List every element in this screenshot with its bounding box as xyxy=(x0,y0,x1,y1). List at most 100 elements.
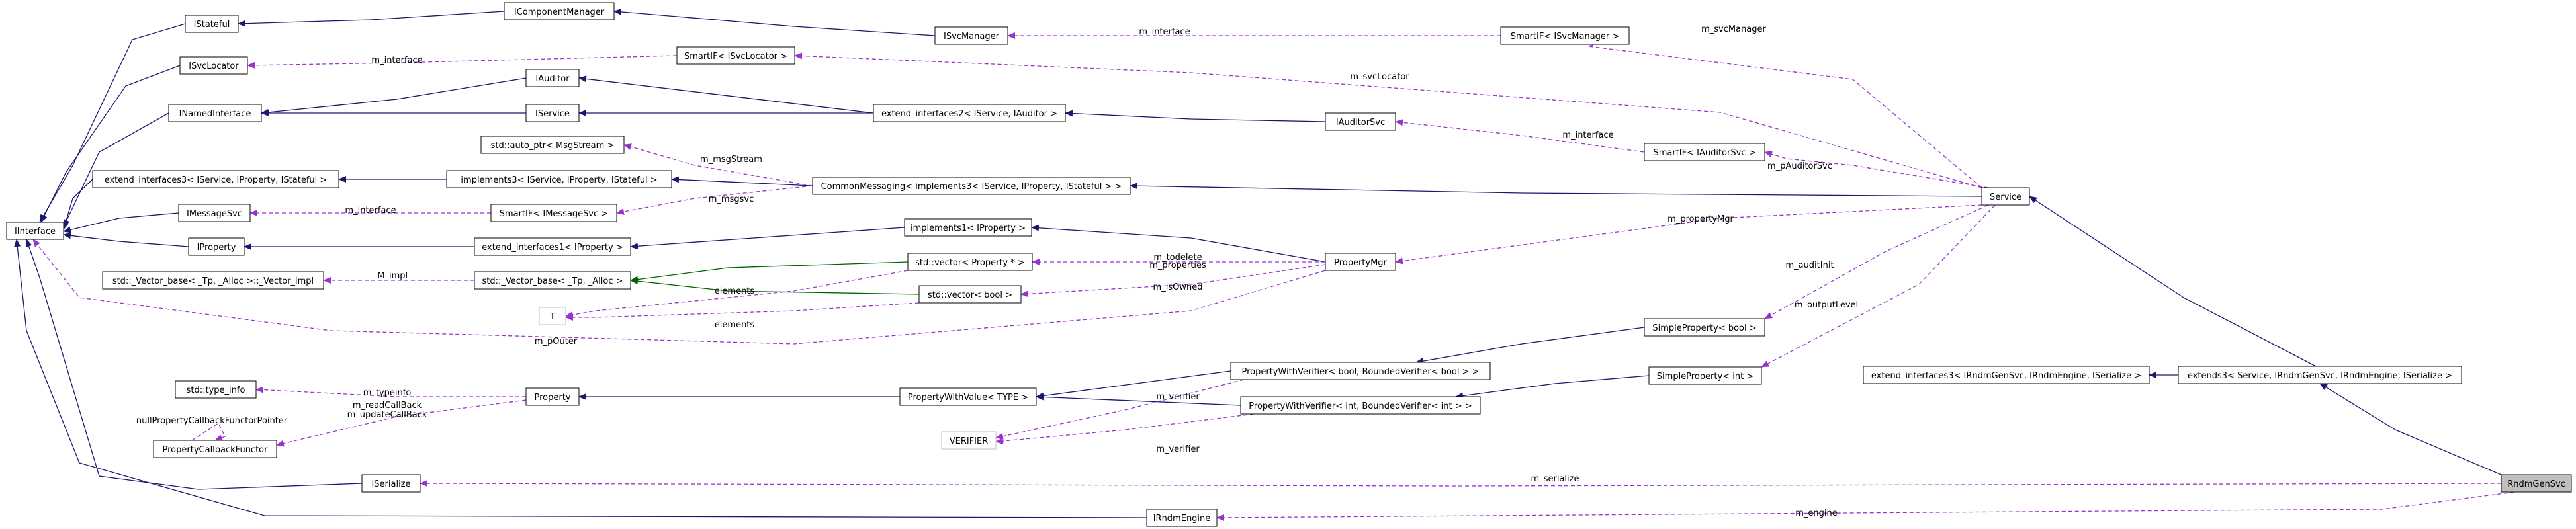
class-node-vector-property[interactable]: std::vector< Property * > xyxy=(907,253,1033,271)
class-node-box[interactable] xyxy=(102,271,324,290)
class-node-propertycallbackfunctor[interactable]: PropertyCallbackFunctor xyxy=(153,440,277,458)
class-node-box[interactable] xyxy=(1863,366,2150,384)
class-node-box[interactable] xyxy=(918,285,1022,304)
edges-layer xyxy=(14,8,2515,521)
class-node-vector-impl[interactable]: std::_Vector_base< _Tp, _Alloc >::_Vecto… xyxy=(102,271,324,290)
class-node-box[interactable] xyxy=(474,237,631,256)
class-node-box[interactable] xyxy=(1146,509,1218,527)
class-node-label: Property xyxy=(534,393,570,403)
class-node-extend-interfaces2[interactable]: extend_interfaces2< IService, IAuditor > xyxy=(873,104,1066,122)
class-node-box[interactable] xyxy=(904,218,1032,237)
class-node-extends3[interactable]: extends3< Service, IRndmGenSvc, IRndmEng… xyxy=(2178,366,2462,384)
class-node-imessagesvc[interactable]: IMessageSvc xyxy=(178,204,251,222)
class-node-box[interactable] xyxy=(2178,366,2462,384)
class-node-box[interactable] xyxy=(676,46,795,65)
class-node-box[interactable] xyxy=(474,271,631,290)
inheritance-edge-4 xyxy=(63,212,179,233)
class-node-box[interactable] xyxy=(175,380,257,399)
class-node-box[interactable] xyxy=(6,222,64,240)
class-node-box[interactable] xyxy=(934,26,1008,45)
class-node-smartif-iauditorsvc[interactable]: SmartIF< IAuditorSvc > xyxy=(1644,143,1765,161)
class-node-verifier[interactable]: VERIFIER xyxy=(941,431,997,450)
usage-edge-55 xyxy=(1216,491,2515,521)
class-node-iauditor[interactable]: IAuditor xyxy=(525,69,580,87)
class-node-box[interactable] xyxy=(907,253,1033,271)
class-node-box[interactable] xyxy=(1644,318,1765,337)
class-node-box[interactable] xyxy=(1230,362,1491,380)
class-node-box[interactable] xyxy=(873,104,1066,122)
class-node-box[interactable] xyxy=(188,237,245,256)
class-node-box[interactable] xyxy=(185,15,239,33)
class-node-inamedinterface[interactable]: INamedInterface xyxy=(168,104,262,122)
usage-edge-47 xyxy=(1764,204,1989,319)
class-node-iservice[interactable]: IService xyxy=(525,104,580,122)
class-node-label: IStateful xyxy=(194,20,230,30)
class-node-commonmessaging[interactable]: CommonMessaging< implements3< IService, … xyxy=(812,177,1131,195)
edge-label-m-msgsvc: m_msgsvc xyxy=(709,194,754,204)
class-node-smartif-isvcmanager[interactable]: SmartIF< ISvcManager > xyxy=(1500,26,1630,45)
class-node-box[interactable] xyxy=(2501,474,2572,493)
class-node-box[interactable] xyxy=(168,104,262,122)
class-node-auto-ptr-msgstream[interactable]: std::auto_ptr< MsgStream > xyxy=(480,136,625,154)
class-node-service[interactable]: Service xyxy=(1981,187,2030,206)
class-node-box[interactable] xyxy=(812,177,1131,195)
usage-edge-53 xyxy=(995,413,1255,444)
class-node-box[interactable] xyxy=(525,104,580,122)
class-node-vector-base[interactable]: std::_Vector_base< _Tp, _Alloc > xyxy=(474,271,631,290)
class-node-implements1[interactable]: implements1< IProperty > xyxy=(904,218,1032,237)
class-node-type-info[interactable]: std::type_info xyxy=(175,380,257,399)
class-node-box[interactable] xyxy=(1644,143,1765,161)
class-node-irndmengine[interactable]: IRndmEngine xyxy=(1146,509,1218,527)
class-node-box[interactable] xyxy=(92,170,339,188)
class-node-t[interactable]: T xyxy=(539,307,566,325)
class-node-iproperty[interactable]: IProperty xyxy=(188,237,245,256)
class-node-pwv-int[interactable]: PropertyWithVerifier< int, BoundedVerifi… xyxy=(1240,396,1481,415)
class-node-smartif-imessagesvc[interactable]: SmartIF< IMessageSvc > xyxy=(490,204,617,222)
class-node-smartif-isvclocator[interactable]: SmartIF< ISvcLocator > xyxy=(676,46,795,65)
class-node-simpleproperty-bool[interactable]: SimpleProperty< bool > xyxy=(1644,318,1765,337)
class-node-box[interactable] xyxy=(480,136,625,154)
class-node-extend-interfaces3-b[interactable]: extend_interfaces3< IRndmGenSvc, IRndmEn… xyxy=(1863,366,2150,384)
class-node-istateful[interactable]: IStateful xyxy=(185,15,239,33)
inheritance-edge-23 xyxy=(1036,393,1241,406)
class-node-pwv-bool[interactable]: PropertyWithVerifier< bool, BoundedVerif… xyxy=(1230,362,1491,380)
class-node-box[interactable] xyxy=(179,56,248,75)
class-node-iinterface[interactable]: IInterface xyxy=(6,222,64,240)
class-node-box[interactable] xyxy=(1648,366,1762,385)
class-node-propertymgr[interactable]: PropertyMgr xyxy=(1325,253,1396,271)
class-node-label: IInterface xyxy=(15,227,56,237)
class-node-simpleproperty-int[interactable]: SimpleProperty< int > xyxy=(1648,366,1762,385)
class-node-box[interactable] xyxy=(504,2,615,20)
inheritance-edge-24 xyxy=(1415,327,1645,365)
class-node-extend-interfaces1[interactable]: extend_interfaces1< IProperty > xyxy=(474,237,631,256)
class-node-box[interactable] xyxy=(525,387,580,406)
class-node-isvcmanager[interactable]: ISvcManager xyxy=(934,26,1008,45)
class-node-rndmgensvc[interactable]: RndmGenSvc xyxy=(2501,474,2572,493)
class-node-box[interactable] xyxy=(941,431,997,450)
class-node-box[interactable] xyxy=(1325,253,1396,271)
usage-edge-35 xyxy=(1395,119,1645,153)
class-node-iauditorsvc[interactable]: IAuditorSvc xyxy=(1325,112,1396,131)
class-node-propertywithvalue[interactable]: PropertyWithValue< TYPE > xyxy=(899,387,1037,406)
class-node-box[interactable] xyxy=(1240,396,1481,415)
class-node-box[interactable] xyxy=(178,204,251,222)
class-node-box[interactable] xyxy=(361,474,421,493)
class-node-box[interactable] xyxy=(490,204,617,222)
class-node-label: PropertyWithVerifier< bool, BoundedVerif… xyxy=(1241,367,1479,377)
class-node-box[interactable] xyxy=(1500,26,1630,45)
class-node-box[interactable] xyxy=(1325,112,1396,131)
class-node-implements3[interactable]: implements3< IService, IProperty, IState… xyxy=(446,170,672,188)
class-node-extend-interfaces3-a[interactable]: extend_interfaces3< IService, IProperty,… xyxy=(92,170,339,188)
class-node-iserialize[interactable]: ISerialize xyxy=(361,474,421,493)
class-node-box[interactable] xyxy=(153,440,277,458)
class-node-label: IAuditor xyxy=(535,74,570,84)
class-node-box[interactable] xyxy=(1981,187,2030,206)
class-node-box[interactable] xyxy=(446,170,672,188)
class-node-icomponentmanager[interactable]: IComponentManager xyxy=(504,2,615,20)
class-node-isvclocator[interactable]: ISvcLocator xyxy=(179,56,248,75)
class-node-box[interactable] xyxy=(899,387,1037,406)
class-node-box[interactable] xyxy=(525,69,580,87)
class-node-vector-bool[interactable]: std::vector< bool > xyxy=(918,285,1022,304)
class-node-box[interactable] xyxy=(539,307,566,325)
class-node-property[interactable]: Property xyxy=(525,387,580,406)
